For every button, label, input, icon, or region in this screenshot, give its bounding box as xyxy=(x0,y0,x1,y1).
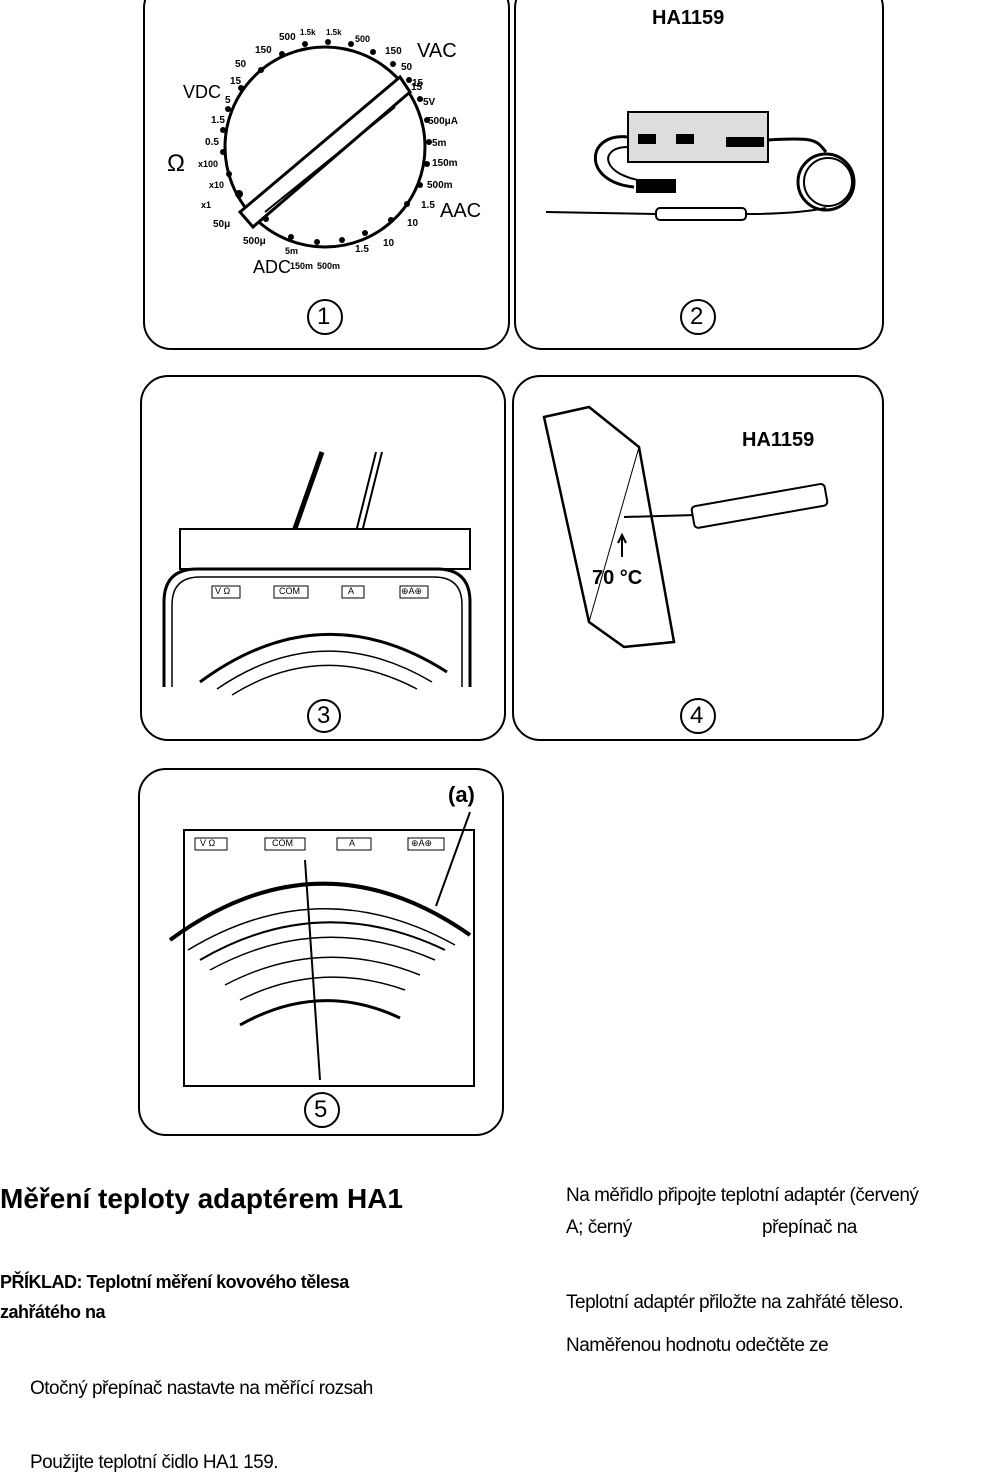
adapter-model-label: HA1159 xyxy=(742,429,815,451)
figure-number: 3 xyxy=(317,702,331,729)
figure-4-heated-body: HA1159 70 °C 4 xyxy=(512,375,884,741)
aac-label: AAC xyxy=(440,200,482,222)
dial-bottom-label: 500μ xyxy=(243,236,266,247)
dial-left-label: x100 xyxy=(198,159,219,169)
dial-bottom-label: 10 xyxy=(383,238,395,249)
scale-drawing xyxy=(168,811,475,1128)
dial-top-label: 50 xyxy=(401,62,413,73)
example-heading-line-1: PŘÍKLAD: Teplotní měření kovového tělesa xyxy=(0,1272,349,1292)
figure-1-rotary-switch: VDC VAC ADC AAC Ω 500 1.5k 1.5k 500 150 … xyxy=(143,0,510,350)
terminal-label: V Ω xyxy=(200,838,216,848)
dial-top-label: 150 xyxy=(385,46,402,57)
dial-bottom-label: 1.5 xyxy=(355,244,369,255)
adc-label: ADC xyxy=(253,257,292,277)
dial-left-label: 15 xyxy=(230,76,242,87)
terminal-label: V Ω xyxy=(215,586,231,596)
figure-3-meter-connection: V Ω COM A ⊕A⊕ 3 xyxy=(140,375,506,741)
terminal-label: A xyxy=(348,586,355,596)
callout-a-label: (a) xyxy=(448,782,475,807)
figure-number: 4 xyxy=(690,702,704,729)
adapter-drawing xyxy=(545,111,856,335)
dial-left-label: 1.5 xyxy=(211,115,225,126)
step-1-text: Otočný přepínač nastavte na měřící rozsa… xyxy=(30,1378,373,1399)
dial-right-label: 10 xyxy=(407,218,419,229)
right-step-2-text: Teplotní adaptér přiložte na zahřáté těl… xyxy=(566,1292,904,1313)
terminal-label: ⊕A⊕ xyxy=(401,586,423,596)
section-heading: Měření teploty adaptérem HA1 xyxy=(0,1183,403,1214)
dial-right-label: 150m xyxy=(432,158,458,169)
figure-number: 2 xyxy=(690,303,704,330)
adapter-model-label: HA1159 xyxy=(652,7,725,29)
dial-left-label: 50μ xyxy=(213,219,231,230)
dial-top-label: 50 xyxy=(235,59,247,70)
right-step-1-line-1: Na měřidlo připojte teplotní adaptér (če… xyxy=(566,1185,919,1206)
dial-right-label: 5m xyxy=(432,138,447,149)
figure-2-adapter: HA1159 2 xyxy=(514,0,884,350)
vdc-label: VDC xyxy=(183,82,222,102)
terminal-label: ⊕A⊕ xyxy=(411,838,433,848)
figure-5-scale-reading: (a) V Ω COM A ⊕A⊕ 5 xyxy=(138,768,504,1136)
dial-right-label: 500m xyxy=(427,180,453,191)
dial-right-label: 500μA xyxy=(428,116,459,127)
dial-bottom-label: 5m xyxy=(285,246,299,256)
vac-label: VAC xyxy=(417,40,457,62)
dial-top-label: 500 xyxy=(355,34,371,44)
terminal-label: A xyxy=(349,838,356,848)
dial-left-label: x1 xyxy=(201,200,212,210)
dial-top-label: 15 xyxy=(412,78,424,89)
dial-left-label: x10 xyxy=(209,180,225,190)
dial-bottom-label: 500m xyxy=(317,261,341,271)
figure-number: 5 xyxy=(314,1096,328,1123)
figure-number: 1 xyxy=(317,303,331,330)
rotary-switch-drawing xyxy=(220,39,432,335)
example-heading-line-2: zahřátého na xyxy=(0,1302,106,1322)
temperature-label: 70 °C xyxy=(592,567,643,589)
terminal-label: COM xyxy=(272,838,293,848)
dial-left-label: 0.5 xyxy=(205,137,219,148)
heated-body-drawing xyxy=(542,405,829,734)
ohm-label: Ω xyxy=(167,150,185,177)
right-step-1-line-2b: přepínač na xyxy=(762,1217,857,1238)
dial-top-label: 1.5k xyxy=(326,28,342,37)
dial-top-label: 150 xyxy=(255,45,272,56)
dial-left-label: 5 xyxy=(225,95,231,106)
dial-right-label: 15 xyxy=(411,82,423,93)
dial-top-label: 500 xyxy=(279,32,296,43)
dial-right-label: 5V xyxy=(423,97,436,108)
dial-bottom-label: 150m xyxy=(290,261,314,271)
terminal-label: COM xyxy=(279,586,300,596)
right-step-1-line-2a: A; černý xyxy=(566,1217,632,1238)
dial-right-label: 1.5 xyxy=(421,200,435,211)
right-step-3-text: Naměřenou hodnotu odečtěte ze xyxy=(566,1335,829,1356)
dial-top-label: 1.5k xyxy=(300,28,316,37)
meter-connection-drawing xyxy=(162,451,472,733)
step-2-text: Použijte teplotní čidlo HA1 159. xyxy=(30,1452,279,1473)
